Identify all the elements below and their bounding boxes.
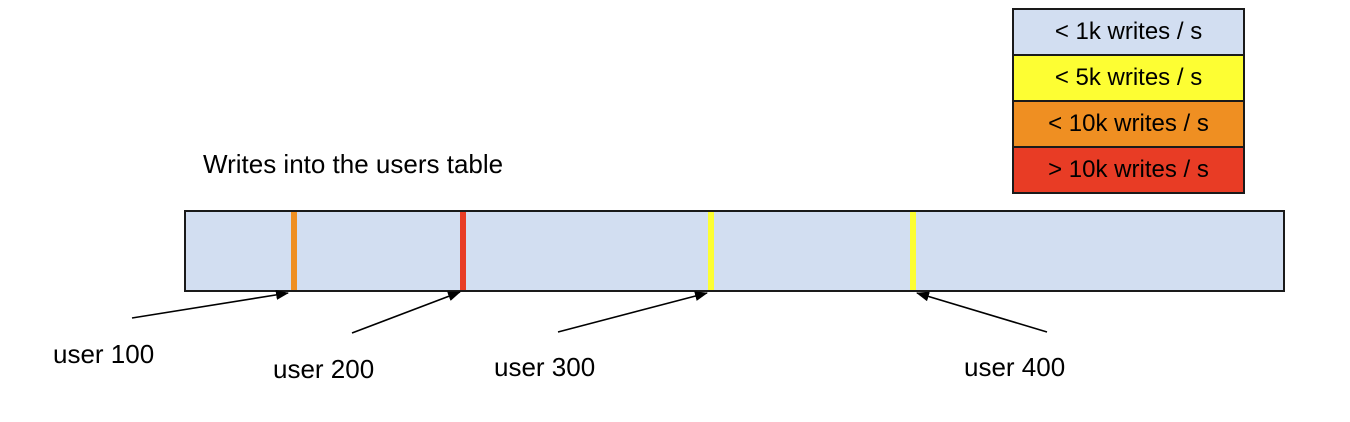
arrow-user-400 [916, 291, 1048, 333]
legend-item-label: > 10k writes / s [1048, 156, 1209, 183]
legend-item-lt-5k: < 5k writes / s [1014, 54, 1243, 100]
legend-item-label: < 5k writes / s [1054, 64, 1203, 91]
legend-item-lt-10k: < 10k writes / s [1014, 100, 1243, 146]
users-table-bar [184, 210, 1285, 292]
diagram-title: Writes into the users table [203, 149, 504, 179]
arrow-user-200 [351, 291, 461, 334]
label-user-100: user 100 [53, 339, 155, 369]
write-hotspot-user-200 [460, 212, 466, 290]
write-hotspot-user-100 [291, 212, 297, 290]
legend-item-label: < 10k writes / s [1048, 110, 1209, 137]
legend-item-lt-1k: < 1k writes / s [1014, 10, 1243, 54]
legend-item-gt-10k: > 10k writes / s [1014, 146, 1243, 192]
legend-item-label: < 1k writes / s [1054, 18, 1203, 45]
label-user-300: user 300 [494, 352, 596, 382]
write-hotspot-user-400 [910, 212, 916, 290]
write-hotspot-user-300 [708, 212, 714, 290]
arrow-user-100 [131, 289, 289, 319]
label-user-400: user 400 [964, 352, 1066, 382]
legend: < 1k writes / s < 5k writes / s < 10k wr… [1012, 8, 1245, 194]
arrow-user-300 [557, 291, 708, 333]
label-user-200: user 200 [273, 354, 375, 384]
